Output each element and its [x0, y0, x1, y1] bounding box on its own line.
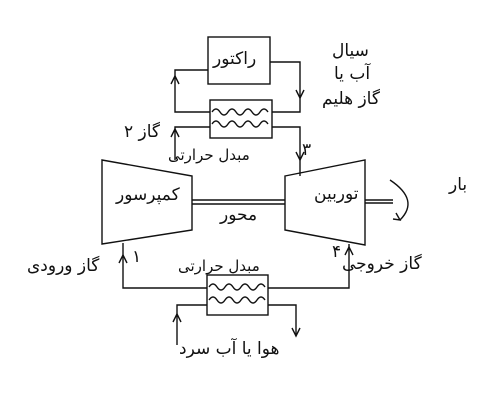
shaft-label: محور [220, 205, 258, 225]
exhaust-gas-label: گاز خروجی [342, 254, 422, 274]
coolant-inlet-pipe [176, 304, 207, 345]
compressor-shape [101, 159, 193, 245]
air-or-cold-water-label: هوا یا آب سرد [179, 339, 280, 359]
top-heat-exchanger-label: مبدل حرارتی [168, 146, 250, 164]
state-3-label: ۳ [302, 140, 312, 160]
pipe-turbine-exhaust-to-hx [268, 244, 350, 289]
bottom-heat-exchanger-label: مبدل حرارتی [178, 257, 260, 275]
arrow-gas-4-up [344, 245, 354, 256]
arrow-gas-1-up [118, 253, 128, 264]
reactor-box [207, 36, 271, 85]
turbine-shape [284, 159, 366, 246]
arrow-reactor-loop-up [170, 74, 180, 85]
arrow-coolant-up [172, 312, 182, 323]
helium-gas-label: گاز هلیم [322, 89, 380, 109]
top-heat-exchanger-box [209, 99, 273, 139]
reactor-loop-right-pipe [270, 61, 301, 113]
gas-2-label: گاز ۲ [124, 122, 161, 142]
pipe-hx-to-compressor-inlet [122, 243, 207, 289]
arrow-gas-2-up [170, 127, 180, 138]
water-or-label: آب یا [334, 64, 371, 84]
coolant-label: سیال [332, 41, 369, 61]
compressor-label: کمپرسور [116, 185, 180, 205]
bottom-heat-exchanger-coil-upper [208, 283, 266, 291]
state-1-label: ۱ [132, 247, 142, 267]
load-arrow-head [392, 212, 402, 221]
reactor-loop-left-pipe [174, 69, 210, 113]
state-4-label: ۴ [332, 242, 342, 262]
arrow-reactor-loop-down [295, 89, 305, 100]
top-heat-exchanger-coil-lower [211, 120, 269, 128]
top-heat-exchanger-coil-upper [211, 108, 269, 116]
bottom-heat-exchanger-box [206, 274, 269, 316]
coolant-outlet-pipe [268, 304, 297, 335]
bottom-heat-exchanger-coil-lower [208, 296, 266, 304]
turbine-label: توربین [314, 184, 359, 204]
reactor-label: راکتور [213, 49, 257, 69]
load-label: بار [449, 175, 468, 195]
inlet-gas-label: گاز ورودی [27, 256, 100, 276]
pipe-hx-to-turbine [272, 126, 301, 176]
arrow-coolant-down [291, 327, 301, 338]
arrow-gas-3-down [295, 151, 305, 162]
load-curved-arrow [389, 179, 409, 221]
pipe-hx-to-compressor [174, 126, 210, 160]
